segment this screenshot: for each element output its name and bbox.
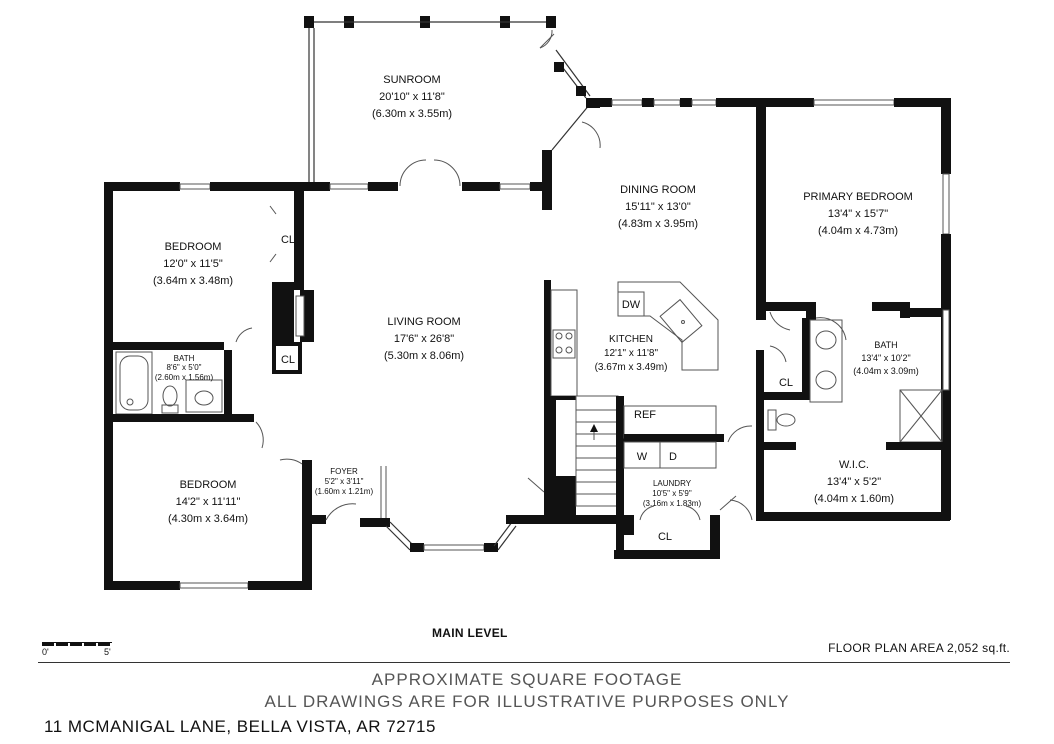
scale-start: 0' xyxy=(42,647,49,657)
room-name: BEDROOM xyxy=(180,479,237,491)
room-size-imperial: 17'6" x 26'8" xyxy=(394,333,454,345)
closet-label-hall: CL xyxy=(281,354,295,366)
room-label-primary-bedroom: PRIMARY BEDROOM 13'4" x 15'7" (4.04m x 4… xyxy=(803,191,913,237)
primary-bedroom-walls xyxy=(756,98,951,520)
room-name: PRIMARY BEDROOM xyxy=(803,191,913,203)
room-label-kitchen: KITCHEN 12'1" x 11'8" (3.67m x 3.49m) xyxy=(595,334,668,373)
room-size-metric: (3.16m x 1.83m) xyxy=(643,499,702,508)
room-label-bath-primary: BATH 13'4" x 10'2" (4.04m x 3.09m) xyxy=(853,340,919,376)
room-size-metric: (4.04m x 3.09m) xyxy=(853,366,919,376)
bedroom2-walls xyxy=(104,420,326,590)
room-name: KITCHEN xyxy=(609,334,653,345)
dryer-label: D xyxy=(669,451,677,463)
washer-label: W xyxy=(637,451,648,463)
small-bath xyxy=(104,342,302,422)
room-size-metric: (4.83m x 3.95m) xyxy=(618,218,698,230)
room-size-imperial: 13'4" x 15'7" xyxy=(828,208,888,220)
room-name: BEDROOM xyxy=(165,241,222,253)
room-size-imperial: 12'1" x 11'8" xyxy=(604,348,659,359)
room-size-imperial: 15'11" x 13'0" xyxy=(625,201,691,213)
level-label: MAIN LEVEL xyxy=(432,626,508,640)
scale-bar: 0' 5' xyxy=(42,639,116,659)
room-label-foyer: FOYER 5'2" x 3'11" (1.60m x 1.21m) xyxy=(315,467,374,496)
sunroom-walls xyxy=(304,16,591,182)
room-size-metric: (2.60m x 1.56m) xyxy=(155,373,214,382)
room-size-metric: (1.60m x 1.21m) xyxy=(315,487,374,496)
room-size-imperial: 10'5" x 5'9" xyxy=(652,489,692,498)
room-size-imperial: 8'6" x 5'0" xyxy=(167,363,202,372)
room-size-metric: (5.30m x 8.06m) xyxy=(384,350,464,362)
room-name: BATH xyxy=(874,340,897,350)
room-size-metric: (4.04m x 4.73m) xyxy=(818,225,898,237)
room-size-metric: (3.67m x 3.49m) xyxy=(595,362,668,373)
room-name: SUNROOM xyxy=(383,74,440,86)
refrigerator-label: REF xyxy=(634,409,656,421)
room-size-imperial: 5'2" x 3'11" xyxy=(325,477,364,486)
room-size-metric: (4.30m x 3.64m) xyxy=(168,513,248,525)
room-name: DINING ROOM xyxy=(620,184,696,196)
bedroom1-walls xyxy=(104,182,314,350)
room-name: W.I.C. xyxy=(839,459,869,471)
closet-label-bath: CL xyxy=(779,377,793,389)
room-size-imperial: 12'0" x 11'5" xyxy=(163,258,223,270)
closet-label-bedroom1: CL xyxy=(281,234,295,246)
room-size-metric: (3.64m x 3.48m) xyxy=(153,275,233,287)
room-size-imperial: 14'2" x 11'11" xyxy=(176,496,241,508)
room-label-wic: W.I.C. 13'4" x 5'2" (4.04m x 1.60m) xyxy=(814,459,894,505)
disclaimer-line-1: APPROXIMATE SQUARE FOOTAGE xyxy=(371,670,683,689)
disclaimer-line-2: ALL DRAWINGS ARE FOR ILLUSTRATIVE PURPOS… xyxy=(264,692,790,711)
property-address: 11 MCMANIGAL LANE, BELLA VISTA, AR 72715 xyxy=(44,717,436,736)
stairs-laundry xyxy=(527,395,737,559)
room-label-laundry: LAUNDRY 10'5" x 5'9" (3.16m x 1.83m) xyxy=(643,479,702,508)
room-label-bedroom2: BEDROOM 14'2" x 11'11" (4.30m x 3.64m) xyxy=(168,479,248,525)
room-label-bedroom1: BEDROOM 12'0" x 11'5" (3.64m x 3.48m) xyxy=(153,241,233,287)
room-label-bath-small: BATH 8'6" x 5'0" (2.60m x 1.56m) xyxy=(155,354,214,382)
closet-label-laundry: CL xyxy=(658,531,672,543)
top-walls xyxy=(104,98,756,210)
scale-end: 5' xyxy=(104,647,111,657)
room-label-living: LIVING ROOM 17'6" x 26'8" (5.30m x 8.06m… xyxy=(384,316,464,362)
room-size-imperial: 13'4" x 10'2" xyxy=(861,353,910,363)
floor-plan-area: FLOOR PLAN AREA 2,052 sq.ft. xyxy=(828,641,1010,655)
room-label-sunroom: SUNROOM 20'10" x 11'8" (6.30m x 3.55m) xyxy=(372,74,452,120)
scale-bar-graphic xyxy=(42,642,112,646)
room-name: FOYER xyxy=(330,467,358,476)
room-label-dining: DINING ROOM 15'11" x 13'0" (4.83m x 3.95… xyxy=(618,184,698,230)
room-size-metric: (6.30m x 3.55m) xyxy=(372,108,452,120)
divider-line xyxy=(38,662,1010,663)
room-size-imperial: 13'4" x 5'2" xyxy=(827,476,881,488)
primary-bath-walls xyxy=(727,318,950,521)
foyer-bay xyxy=(325,466,622,552)
room-size-metric: (4.04m x 1.60m) xyxy=(814,493,894,505)
room-name: LAUNDRY xyxy=(653,479,692,488)
dishwasher-label: DW xyxy=(622,299,641,311)
room-name: BATH xyxy=(174,354,195,363)
room-size-imperial: 20'10" x 11'8" xyxy=(379,91,445,103)
room-name: LIVING ROOM xyxy=(387,316,460,328)
